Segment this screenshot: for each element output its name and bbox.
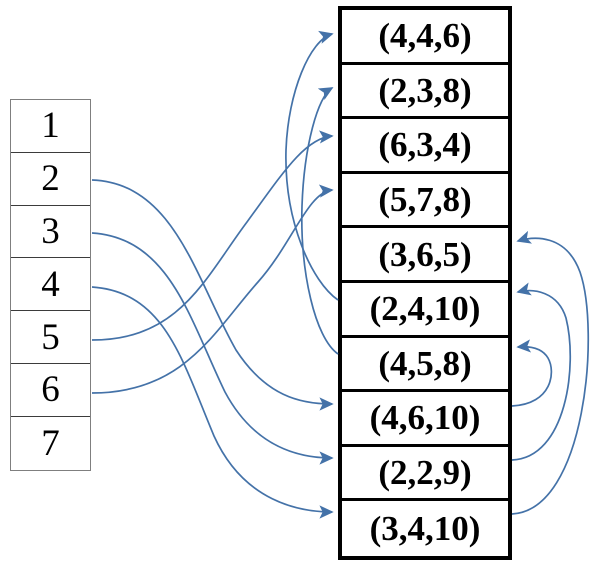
index-slot-5[interactable]: 5: [11, 311, 90, 364]
bucket-entry-label: (2,3,8): [378, 70, 472, 110]
arrow-bucket8-to-bucket7: [511, 339, 553, 407]
bucket-entry-label: (5,7,8): [378, 180, 472, 220]
bucket-entry-label: (2,4,10): [369, 289, 481, 329]
bucket-entry-8[interactable]: (4,6,10): [342, 392, 508, 447]
index-slot-label: 1: [41, 105, 60, 147]
arrow-index5-to-bucket3: [91, 130, 334, 341]
arrow-index2-to-bucket8: [91, 179, 334, 411]
arrow-chain-to-bucket2: [300, 87, 339, 355]
bucket-entry-3[interactable]: (6,3,4): [342, 119, 508, 174]
index-slot-label: 6: [41, 369, 60, 411]
bucket-entry-5[interactable]: (3,6,5): [342, 228, 508, 283]
index-slot-6[interactable]: 6: [11, 363, 90, 417]
bucket-array: (4,4,6) (2,3,8) (6,3,4) (5,7,8) (3,6,5) …: [338, 6, 512, 560]
bucket-entry-7[interactable]: (4,5,8): [342, 337, 508, 393]
bucket-entry-2[interactable]: (2,3,8): [342, 64, 508, 120]
arrow-index3-to-bucket9: [91, 232, 334, 465]
arrow-bucket9-to-bucket6: [511, 282, 572, 461]
index-slot-label: 3: [41, 210, 60, 252]
index-slot-2[interactable]: 2: [11, 152, 90, 206]
bucket-entry-1[interactable]: (4,4,6): [342, 10, 508, 65]
index-slot-7[interactable]: 7: [11, 416, 90, 470]
index-slot-label: 7: [41, 422, 60, 464]
bucket-entry-9[interactable]: (2,2,9): [342, 446, 508, 502]
index-array: 1 2 3 4 5 6 7: [10, 99, 91, 471]
bucket-entry-label: (4,5,8): [378, 343, 472, 383]
bucket-entry-label: (3,4,10): [369, 509, 481, 549]
index-slot-label: 5: [41, 316, 60, 358]
bucket-entry-4[interactable]: (5,7,8): [342, 173, 508, 229]
arrow-bucket10-to-bucket5: [511, 230, 590, 515]
bucket-entry-10[interactable]: (3,4,10): [342, 501, 508, 556]
index-slot-1[interactable]: 1: [11, 100, 90, 153]
bucket-entry-6[interactable]: (2,4,10): [342, 282, 508, 338]
bucket-entry-label: (2,2,9): [378, 453, 472, 493]
bucket-entry-label: (4,6,10): [369, 398, 481, 438]
arrow-index4-to-bucket10: [91, 286, 334, 519]
bucket-entry-label: (6,3,4): [378, 125, 472, 165]
arrow-chain-to-bucket1: [285, 30, 339, 301]
bucket-entry-label: (4,4,6): [378, 16, 472, 56]
arrow-index6-to-bucket4: [91, 184, 334, 394]
bucket-entry-label: (3,6,5): [378, 234, 472, 274]
index-slot-label: 2: [41, 158, 60, 200]
index-slot-3[interactable]: 3: [11, 205, 90, 259]
index-slot-label: 4: [41, 263, 60, 305]
index-slot-4[interactable]: 4: [11, 258, 90, 312]
